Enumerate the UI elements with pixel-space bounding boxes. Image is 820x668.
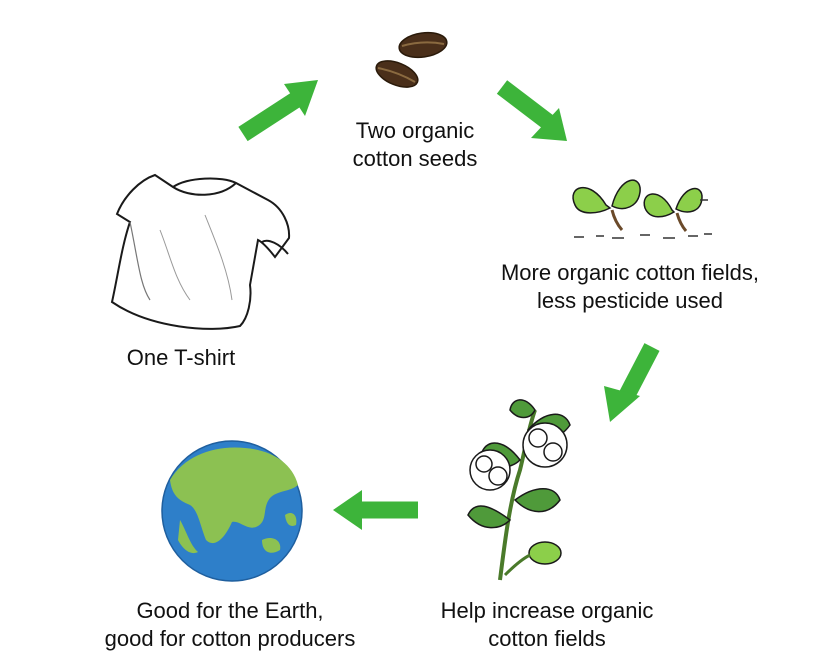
label-increase: Help increase organic cotton fields xyxy=(402,597,692,653)
arrow-tshirt-to-seeds xyxy=(238,80,318,142)
arrow-increase-to-earth xyxy=(333,490,418,530)
cotton-plant-icon xyxy=(467,399,571,581)
label-line: Good for the Earth, xyxy=(136,598,324,623)
label-line: cotton fields xyxy=(488,626,606,651)
label-tshirt: One T-shirt xyxy=(96,344,266,372)
cotton-seeds-icon xyxy=(375,31,448,88)
seedlings-icon xyxy=(572,179,712,239)
arrow-fields-to-increase xyxy=(604,343,660,422)
arrow-seeds-to-fields xyxy=(496,80,567,141)
label-line: Two organic xyxy=(355,118,475,143)
label-line: More organic cotton fields, xyxy=(500,260,760,285)
label-line: Help increase organic xyxy=(440,598,654,623)
label-earth: Good for the Earth, good for cotton prod… xyxy=(60,597,400,653)
tshirt-icon xyxy=(110,173,291,330)
label-line: cotton seeds xyxy=(352,146,478,171)
label-line: good for cotton producers xyxy=(104,626,356,651)
label-line: less pesticide used xyxy=(537,288,723,313)
label-seeds: Two organic cotton seeds xyxy=(320,117,510,173)
earth-globe-icon xyxy=(161,440,303,582)
label-fields: More organic cotton fields, less pestici… xyxy=(465,259,795,315)
label-line: One T-shirt xyxy=(126,345,236,370)
